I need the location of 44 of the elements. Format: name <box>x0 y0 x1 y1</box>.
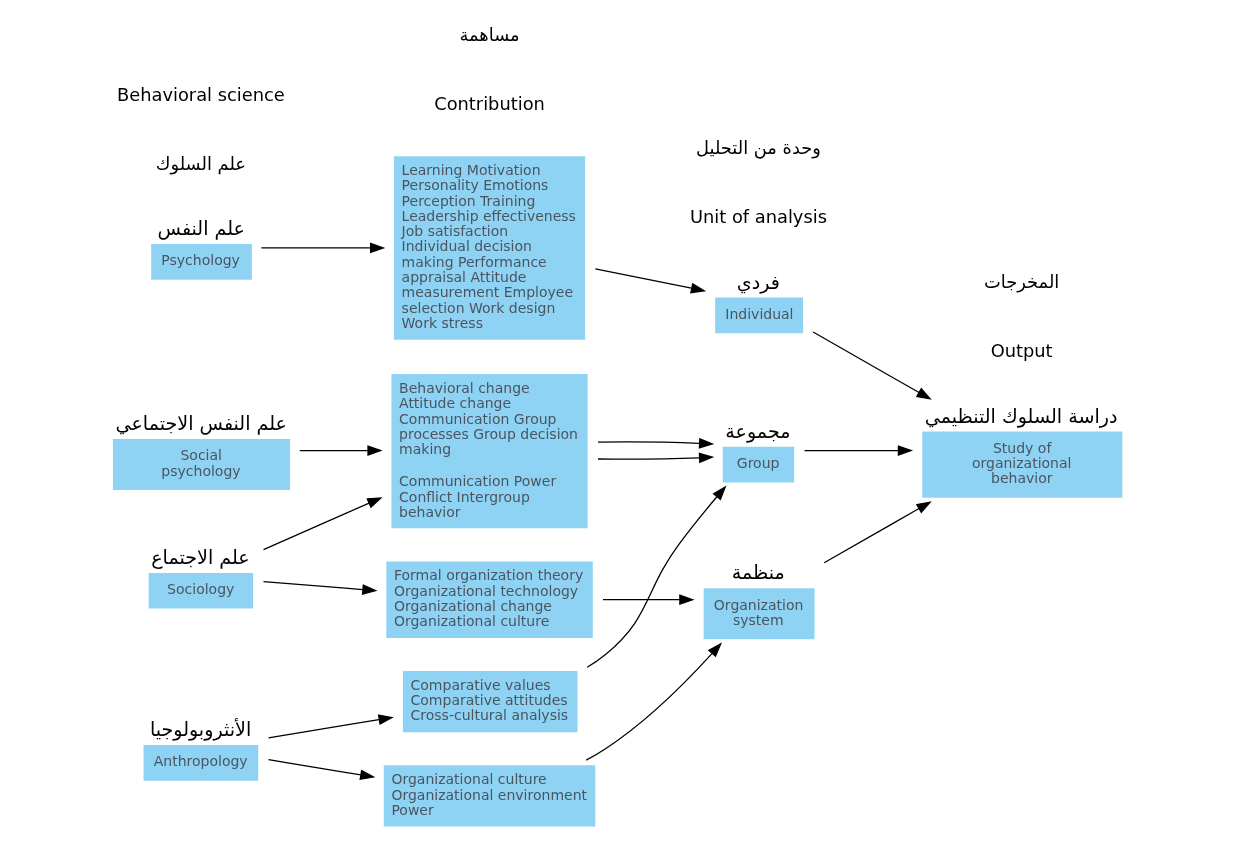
node-box: Behavioral change Attitude change Communication Group processes Group decision making Communication Power Conflict Intergroup behavior <box>390 374 588 529</box>
arrow <box>601 594 695 605</box>
arrow <box>596 452 714 464</box>
arrow <box>586 485 726 668</box>
label: مساهمة <box>458 24 520 46</box>
node-box: Individual <box>714 297 803 334</box>
node-box: Learning Motivation Personality Emotions Perception Training Leadership effectiveness Job satisfaction Individual decision making Performance appraisal Attitude measurement Employee selection Work design Work stress <box>393 156 585 340</box>
node-box: Sociology <box>148 572 253 609</box>
node-label: منظمة <box>731 561 785 585</box>
arrow <box>260 242 385 254</box>
node-box: Psychology <box>150 244 252 280</box>
label: Behavioral science <box>116 83 285 105</box>
arrow <box>585 642 722 761</box>
node-label: فردي <box>736 270 780 294</box>
arrow <box>596 437 714 449</box>
node-label: علم الاجتماع <box>150 545 250 569</box>
label: Contribution <box>433 92 545 114</box>
arrow <box>267 714 394 739</box>
arrow <box>262 581 378 595</box>
node-label: علم النفس <box>157 217 245 241</box>
label: Unit of analysis <box>689 206 827 228</box>
label: المخرجات <box>983 271 1059 293</box>
node-box: Organization system <box>703 588 815 640</box>
label: علم السلوك <box>155 152 246 174</box>
node-label: الأنثروبولوجيا <box>149 718 251 742</box>
arrow <box>267 759 375 781</box>
node-box: Comparative values Comparative attitudes Cross-cultural analysis <box>402 671 577 733</box>
node-label: دراسة السلوك التنظيمي <box>924 404 1117 428</box>
node-box: Group <box>722 446 794 483</box>
node-box: Organizational culture Organizational environment Power <box>383 765 595 827</box>
node-box: Anthropology <box>143 744 258 781</box>
label: Output <box>990 340 1053 362</box>
arrow <box>298 445 383 456</box>
label: وحدة من التحليل <box>695 137 821 159</box>
node-box: Formal organization theory Organizational technology Organizational change Organizational culture <box>385 561 593 638</box>
node-box: Social psychology <box>112 439 290 491</box>
arrow <box>262 497 383 551</box>
node-box: Study of organizational behavior <box>921 431 1122 498</box>
arrow <box>803 445 913 456</box>
node-label: علم النفس الاجتماعي <box>114 412 287 436</box>
node-label: مجموعة <box>724 419 790 443</box>
arrow <box>594 268 706 294</box>
arrow <box>812 331 932 400</box>
arrow <box>823 501 932 564</box>
